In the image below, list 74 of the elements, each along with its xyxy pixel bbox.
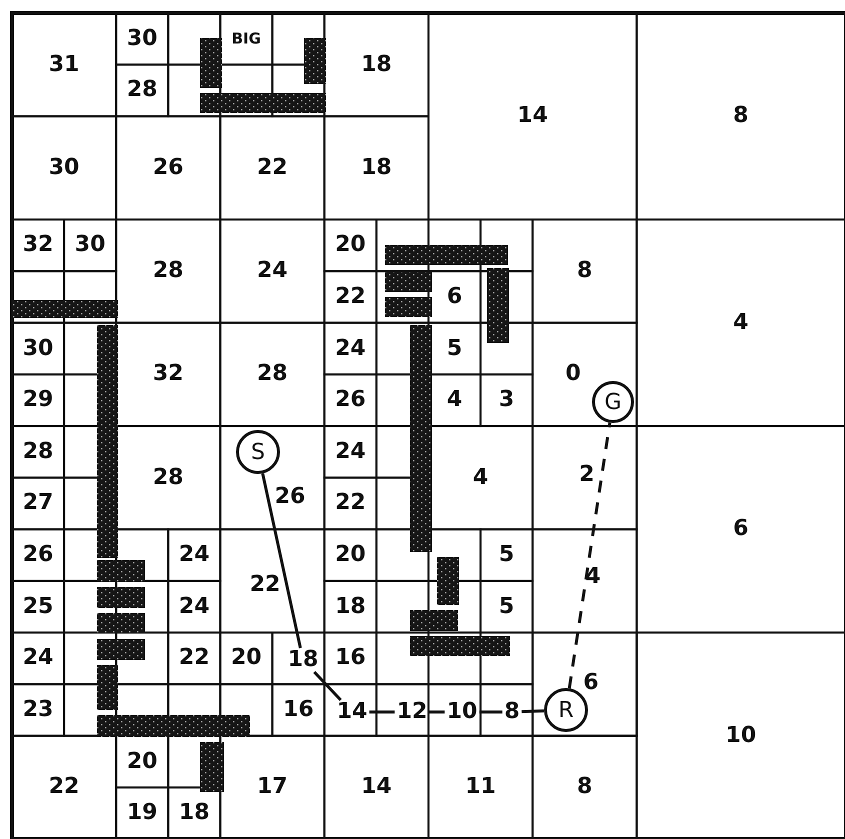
cell-value: 8 — [733, 105, 748, 128]
cell-value: 4 — [733, 312, 748, 334]
cell-value: 6 — [733, 518, 748, 540]
cell-value: 24 — [335, 338, 366, 360]
cell-value: 22 — [256, 156, 288, 179]
cell-value: 22 — [250, 574, 280, 596]
cell-value: 19 — [126, 802, 158, 824]
circle-marker: R — [544, 688, 588, 732]
cell-value: 11 — [465, 776, 496, 798]
cell-value: 32 — [152, 363, 184, 386]
path-cost-value: 8 — [504, 701, 520, 723]
path-line — [429, 710, 445, 714]
cell-value: 26 — [152, 156, 184, 179]
cell-value: 22 — [335, 286, 366, 308]
circle-marker: S — [236, 430, 280, 474]
cell-value: 0 — [566, 363, 581, 386]
cell-value: 23 — [22, 699, 54, 721]
cell-value: 20 — [126, 750, 158, 773]
cell-value: 24 — [178, 596, 210, 618]
cell-value: 8 — [577, 776, 592, 798]
cell-value: 32 — [22, 234, 54, 256]
cell-value: 3 — [498, 389, 514, 412]
cell-value: 5 — [498, 596, 514, 618]
cell-value: 20 — [335, 234, 366, 256]
cell-value: 18 — [361, 156, 392, 179]
cell-value: 30 — [22, 338, 54, 360]
cell-value: 8 — [577, 260, 592, 282]
cell-value: 4 — [446, 389, 462, 412]
cell-value: 31 — [48, 54, 80, 76]
cell-value: 28 — [256, 363, 288, 386]
cell-value: 29 — [22, 389, 54, 412]
cell-value: 24 — [335, 440, 366, 463]
cell-value: 25 — [22, 596, 54, 618]
cell-value: 16 — [335, 647, 366, 670]
cell-value: 4 — [585, 566, 601, 588]
cell-value: 10 — [726, 724, 756, 747]
cell-value: 30 — [48, 156, 80, 179]
cell-value: 6 — [446, 286, 462, 308]
cell-value: 26 — [274, 486, 306, 508]
cell-value: 28 — [126, 79, 158, 102]
cell-value: 14 — [361, 776, 392, 798]
cell-value: 22 — [48, 776, 80, 798]
cell-value: 17 — [256, 776, 288, 798]
cell-value: 30 — [74, 234, 106, 256]
cell-value: 27 — [22, 492, 54, 514]
cell-value: 20 — [230, 647, 262, 670]
path-line — [261, 473, 302, 648]
cell-value: 5 — [498, 544, 514, 566]
cell-value: 24 — [256, 260, 288, 282]
cell-value: 24 — [178, 544, 210, 566]
cell-value: 24 — [22, 647, 54, 670]
cell-value: 18 — [178, 802, 210, 824]
circle-marker: G — [592, 381, 634, 423]
cell-value: 14 — [517, 105, 548, 128]
cell-value: BIG — [232, 31, 261, 46]
cell-value: 28 — [152, 466, 184, 489]
cell-value: 20 — [335, 544, 366, 566]
cell-value: 18 — [361, 54, 392, 76]
cell-value: 2 — [579, 464, 594, 486]
path-line — [369, 710, 395, 714]
cell-value: 26 — [335, 389, 366, 412]
cell-value: 26 — [22, 544, 54, 566]
cell-value: 30 — [126, 28, 158, 50]
cell-value: 5 — [446, 338, 462, 360]
cell-value: 4 — [472, 466, 488, 489]
path-line — [479, 710, 502, 714]
cell-value: 28 — [22, 440, 54, 463]
cell-value: 16 — [283, 699, 314, 721]
cell-value: 22 — [178, 647, 210, 670]
path-line — [522, 709, 544, 714]
cell-value: 28 — [152, 260, 184, 282]
cell-value: 22 — [335, 492, 366, 514]
cell-value: 18 — [335, 596, 366, 618]
dashed-path-line — [568, 422, 612, 688]
